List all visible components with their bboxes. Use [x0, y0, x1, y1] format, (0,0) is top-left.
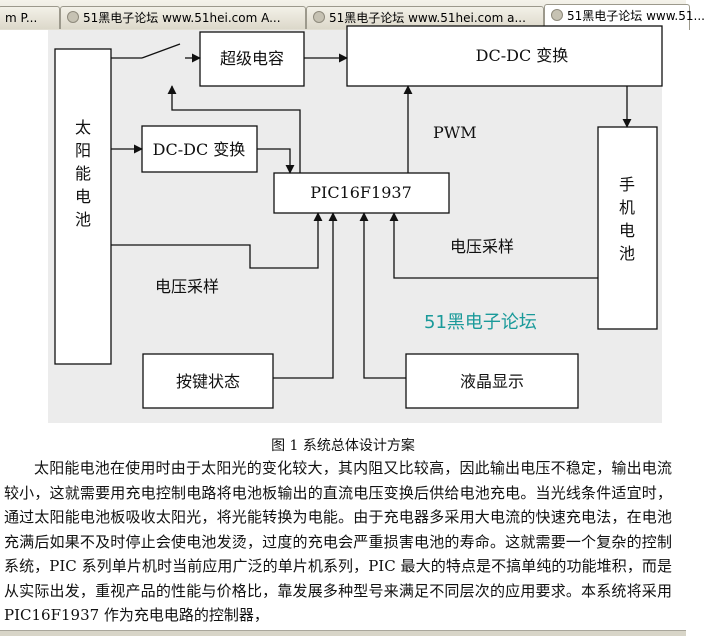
phone-label: 手机电池: [619, 175, 635, 263]
system-diagram: 太阳能电池 超级电容 DC-DC 变换 DC-DC 变换 PIC16F1937 …: [54, 25, 663, 409]
sample-left-label: 电压采样: [155, 277, 219, 296]
page-icon: [313, 11, 325, 23]
tab-2[interactable]: 51黑电子论坛 www.51hei.com A...: [60, 6, 306, 29]
mcu-block: [273, 172, 450, 214]
solar-label: 太阳能电池: [75, 118, 91, 229]
mcu-label: PIC16F1937: [310, 183, 412, 202]
status-strip: [0, 630, 686, 636]
watermark-text: 51黑电子论坛: [424, 312, 537, 333]
keys-label: 按键状态: [176, 372, 240, 391]
page-icon: [551, 9, 563, 21]
tab-1-label: m P...: [5, 11, 38, 25]
body-paragraph: 太阳能电池在使用时由于太阳光的变化较大，其内阻又比较高，因此输出电压不稳定，输出…: [4, 459, 672, 624]
figure-caption: 图 1 系统总体设计方案: [271, 438, 415, 454]
supercap-label: 超级电容: [220, 49, 284, 68]
dcdc-top-block: [346, 25, 663, 87]
dcdc-top-label: DC-DC 变换: [476, 46, 569, 65]
dcdc-left-label: DC-DC 变换: [153, 140, 246, 159]
sample-right-label: 电压采样: [450, 237, 514, 256]
tab-2-label: 51黑电子论坛 www.51hei.com A...: [83, 11, 281, 25]
tab-4-label: 51黑电子论坛 www.51...: [567, 9, 705, 23]
key-state-block: [142, 353, 274, 409]
tab-1[interactable]: m P...: [0, 6, 60, 29]
tab-3-label: 51黑电子论坛 www.51hei.com a...: [329, 11, 526, 25]
pwm-label: PWM: [433, 123, 477, 142]
phone-battery-block: [597, 126, 658, 330]
lcd-label: 液晶显示: [460, 372, 524, 391]
lcd-block: [405, 353, 579, 409]
document-content: 太阳能电池 超级电容 DC-DC 变换 DC-DC 变换 PIC16F1937 …: [0, 25, 686, 635]
page-icon: [67, 11, 79, 23]
supercap-block: [199, 31, 305, 87]
solar-cell-block: [54, 48, 112, 365]
tab-3[interactable]: 51黑电子论坛 www.51hei.com a...: [306, 6, 544, 29]
